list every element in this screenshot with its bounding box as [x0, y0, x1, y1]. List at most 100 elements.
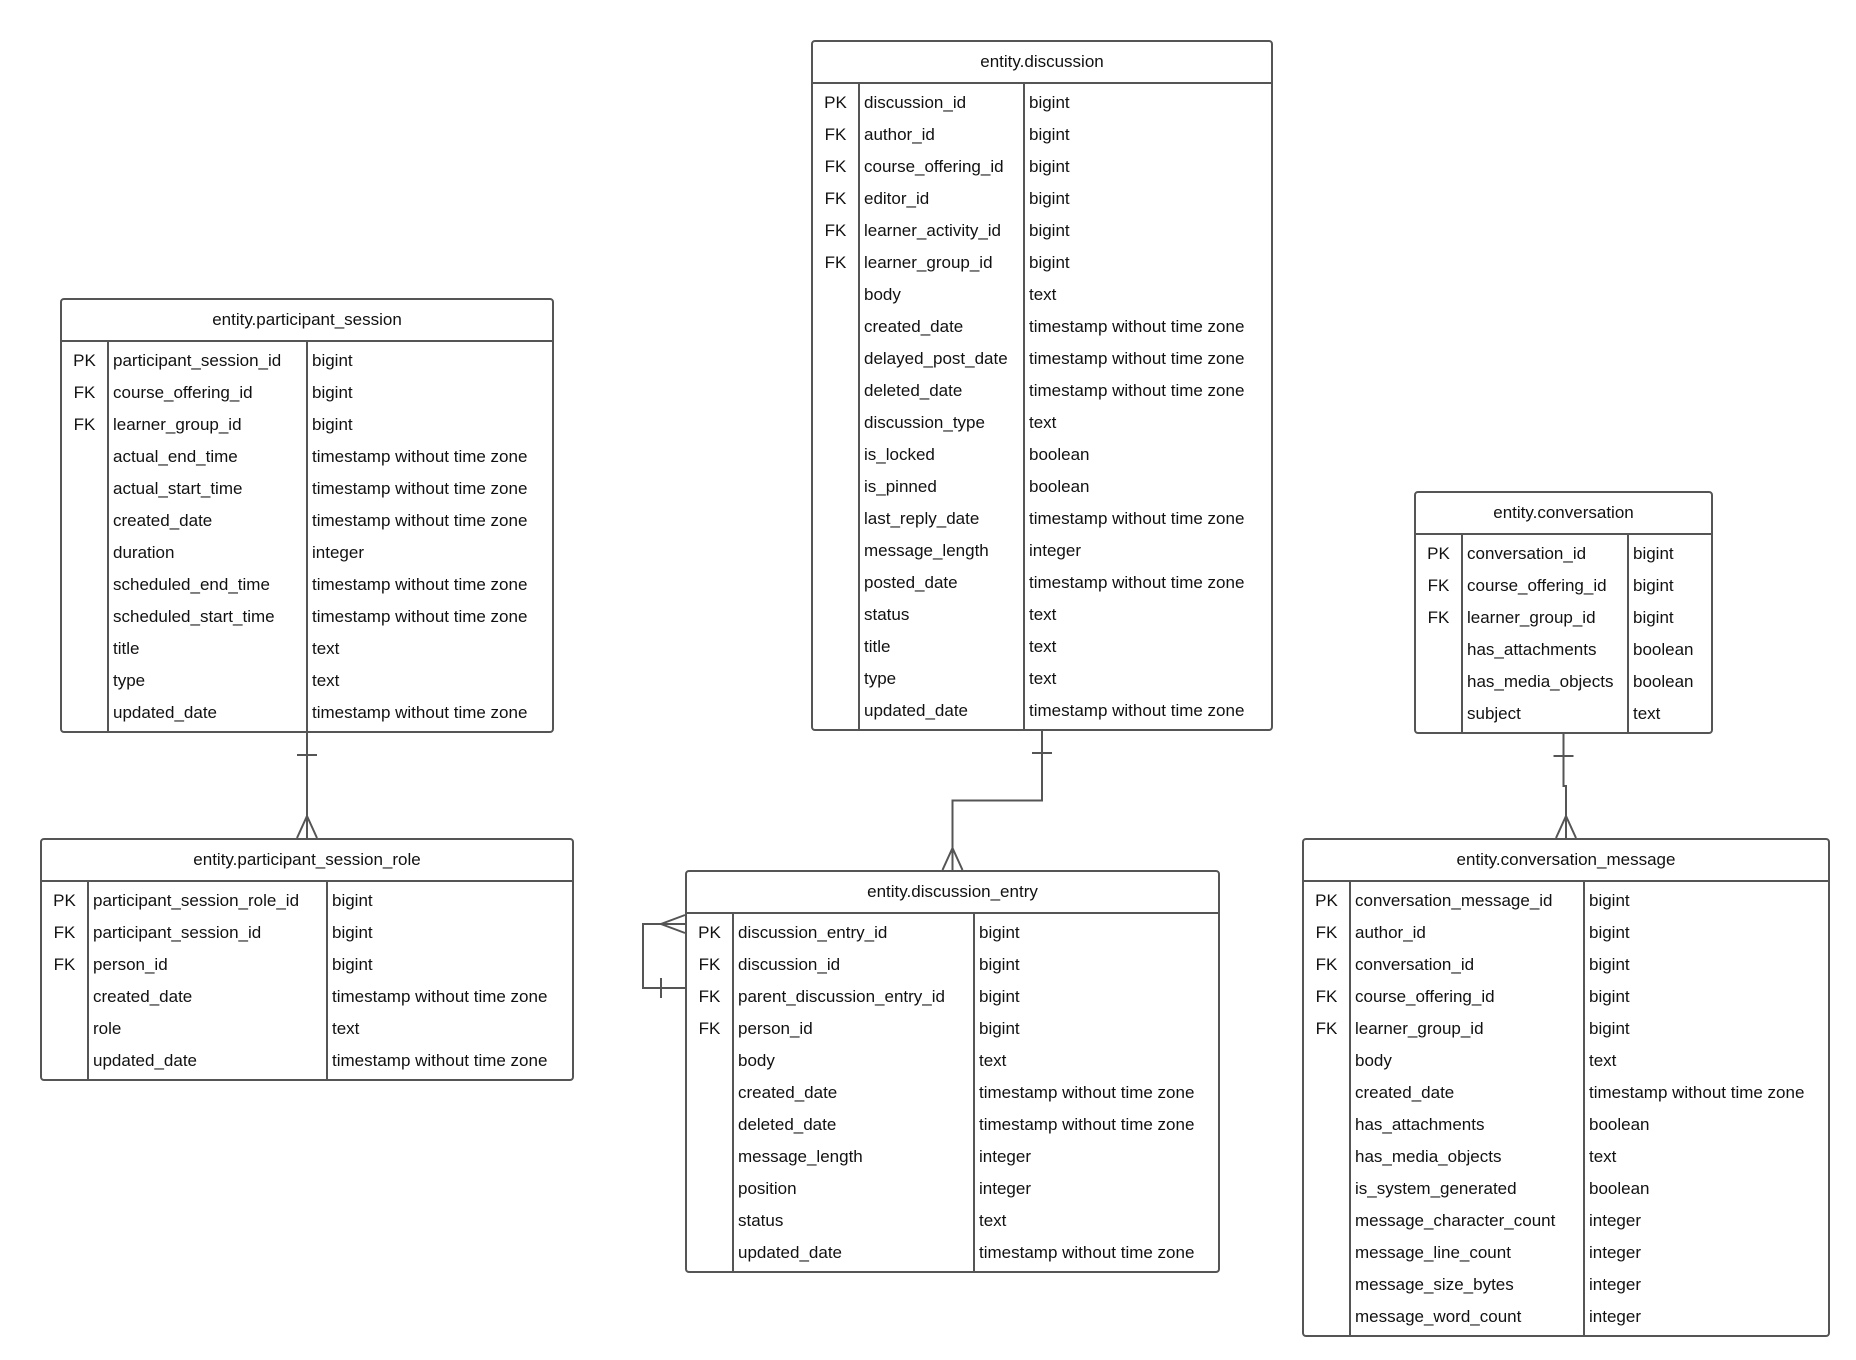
field-name: scheduled_end_time: [113, 575, 270, 594]
field-name: body: [738, 1051, 775, 1070]
field-type: text: [979, 1051, 1007, 1070]
column-divider: [732, 914, 734, 1271]
field-name: created_date: [864, 317, 964, 336]
entity-title: entity.participant_session: [62, 300, 552, 342]
field-type: timestamp without time zone: [312, 447, 528, 466]
field-type: bigint: [312, 383, 353, 402]
field-type: bigint: [312, 415, 353, 434]
field-row[interactable]: body text: [687, 1045, 1218, 1077]
field-type: bigint: [1029, 125, 1070, 144]
field-type: timestamp without time zone: [312, 703, 528, 722]
field-type: integer: [979, 1147, 1031, 1166]
field-name: created_date: [113, 511, 213, 530]
field-name: has_attachments: [1467, 640, 1597, 659]
field-type: timestamp without time zone: [979, 1083, 1195, 1102]
column-divider: [1461, 535, 1463, 732]
field-type: text: [1029, 285, 1057, 304]
field-type: integer: [1589, 1307, 1641, 1326]
field-name: status: [738, 1211, 784, 1230]
field-key: FK: [824, 189, 847, 208]
column-divider: [858, 84, 860, 729]
column-divider: [326, 882, 328, 1079]
field-name: conversation_id: [1355, 955, 1475, 974]
field-key: FK: [53, 955, 76, 974]
field-key: PK: [53, 891, 76, 910]
